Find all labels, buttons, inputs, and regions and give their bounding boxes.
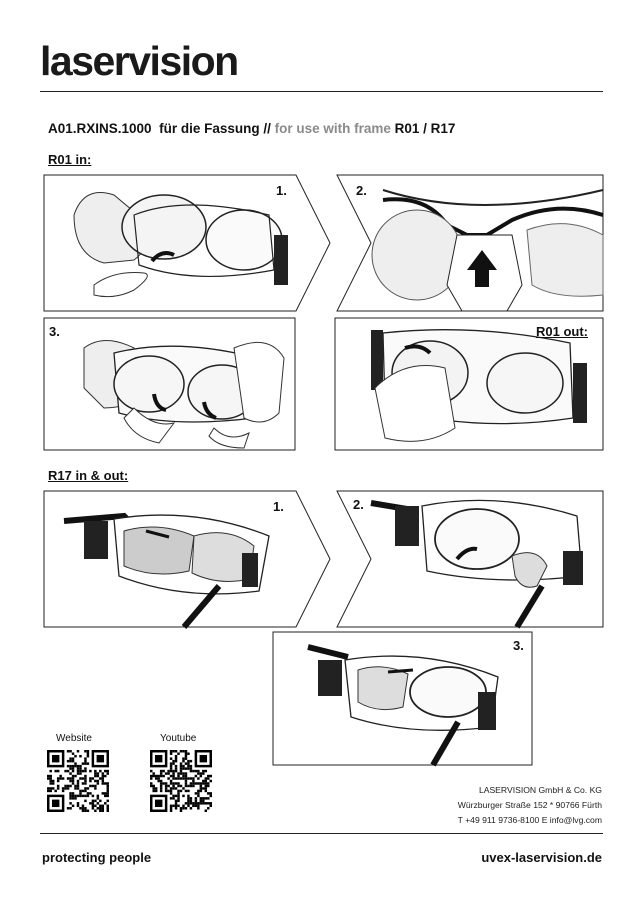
qr-code-icon[interactable]	[47, 750, 109, 812]
panel-r17-step3: 3.	[272, 631, 533, 767]
qr-youtube-label: Youtube	[160, 733, 197, 744]
goggles-illustration	[43, 174, 331, 312]
goggles-illustration	[336, 490, 604, 629]
r01-out-label: R01 out:	[536, 324, 588, 339]
step-number: 2.	[353, 497, 364, 512]
footer-divider	[40, 833, 603, 834]
section-r17: R17 in & out:	[48, 468, 129, 483]
arrow-curved-icon	[387, 668, 414, 674]
step-number: 1.	[273, 499, 284, 514]
panel-r01-step3: 3.	[43, 317, 296, 451]
goggles-illustration	[336, 174, 604, 312]
step-number: 3.	[513, 638, 524, 653]
brand-logo: laservision	[40, 38, 239, 84]
title-german: für die Fassung //	[159, 121, 271, 136]
header-divider	[40, 91, 603, 92]
step-number: 1.	[276, 183, 287, 198]
goggles-illustration	[272, 631, 533, 767]
panel-r01-step1: 1.	[43, 174, 331, 312]
qr-website-label: Website	[56, 733, 92, 744]
step-number: 2.	[356, 183, 367, 198]
title-frames: R01 / R17	[394, 121, 456, 136]
footer-tagline: protecting people	[42, 850, 152, 865]
step-number: 3.	[49, 324, 60, 339]
panel-r17-step2: 2.	[336, 490, 604, 629]
company-contact: T +49 911 9736-8100 E info@lvg.com	[457, 815, 602, 825]
arrow-curved-icon	[455, 546, 478, 561]
arrow-curved-icon	[145, 529, 170, 539]
page-title: A01.RXINS.1000 für die Fassung // for us…	[48, 121, 455, 136]
panel-r17-step1: 1.	[43, 490, 331, 629]
panel-r01-step2: 2.	[336, 174, 604, 312]
arrow-curved-icon	[404, 344, 432, 355]
footer-url[interactable]: uvex-laservision.de	[481, 850, 602, 865]
company-address: LASERVISION GmbH & Co. KG Würzburger Str…	[458, 783, 602, 828]
goggles-illustration	[43, 490, 331, 629]
arrow-up-icon	[467, 250, 497, 287]
product-code: A01.RXINS.1000	[48, 121, 152, 136]
arrow-curved-icon	[152, 393, 167, 412]
arrow-curved-icon	[202, 401, 217, 420]
company-street: Würzburger Straße 152 * 90766 Fürth	[457, 800, 602, 810]
goggles-illustration	[43, 317, 296, 451]
title-english: for use with frame	[274, 121, 391, 136]
section-r01-in: R01 in:	[48, 152, 92, 167]
goggles-illustration	[334, 317, 604, 451]
qr-code-icon[interactable]	[150, 750, 212, 812]
arrow-curved-icon	[150, 251, 175, 263]
company-name: LASERVISION GmbH & Co. KG	[478, 785, 602, 795]
panel-r01-out: R01 out:	[334, 317, 604, 451]
